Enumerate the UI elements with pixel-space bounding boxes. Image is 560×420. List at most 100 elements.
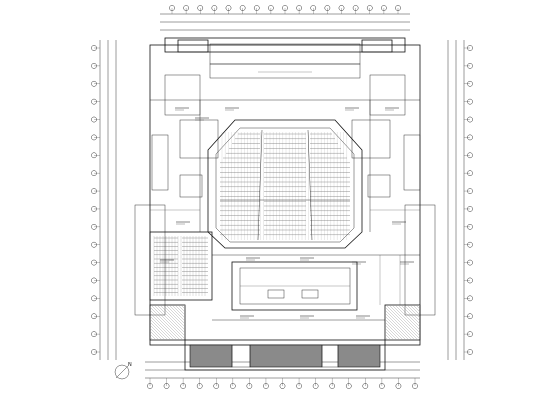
hatch-line: [391, 304, 421, 334]
hatch-line: [177, 304, 186, 313]
axis-bubble: [91, 349, 97, 355]
axis-bubble: [467, 63, 473, 69]
hatch-line: [384, 330, 395, 341]
auditorium-shell: [207, 119, 363, 249]
corner-rooms-hatched: [149, 304, 421, 341]
axis-bubble: [296, 5, 302, 11]
hatch-line: [149, 318, 172, 341]
hatch-line: [149, 333, 157, 341]
hatch-line: [384, 327, 398, 341]
axis-bubble: [310, 5, 317, 11]
hatch-line: [149, 306, 184, 341]
axis-bubble: [180, 383, 186, 389]
hatch-line: [162, 304, 186, 328]
axis-bubble: [467, 134, 473, 141]
axis-bubble: [467, 277, 473, 284]
axis-bubble: [467, 349, 473, 355]
stage-area: [231, 261, 358, 311]
axis-bubble: [366, 5, 373, 11]
axis-bubble: [467, 98, 473, 105]
axis-bubble: [196, 383, 203, 389]
hatch-line: [406, 304, 421, 319]
north-label: N: [128, 362, 132, 368]
hatch-line: [384, 318, 407, 341]
left-hall-seating: [153, 236, 208, 296]
axis-bubble: [467, 313, 473, 320]
axis-bubble: [338, 5, 345, 11]
hatch-line: [159, 304, 186, 331]
hatch-line: [388, 304, 421, 337]
hatch-line: [384, 315, 410, 341]
axis-bubble: [91, 134, 97, 141]
axis-bubble: [183, 5, 189, 11]
axis-bubble: [395, 5, 401, 11]
axis-bubble: [381, 5, 387, 11]
axis-bubble: [91, 223, 97, 230]
hatch-line: [415, 304, 421, 310]
right-dimension-lines: [447, 40, 465, 360]
hatch-line: [384, 333, 392, 341]
hatch-line: [156, 304, 186, 334]
bottom-axis-markers: [147, 378, 418, 389]
left-dimension-lines: [99, 40, 117, 360]
axis-bubble: [91, 170, 97, 177]
hatch-line: [153, 304, 186, 337]
hatch-line: [149, 336, 154, 341]
axis-bubble: [91, 259, 97, 266]
hatch-line: [174, 304, 186, 316]
axis-bubble: [91, 241, 97, 248]
axis-bubble: [467, 116, 473, 123]
axis-bubble: [467, 206, 473, 212]
hatch-line: [149, 309, 181, 341]
hatch-line: [149, 324, 166, 341]
hatch-line: [403, 304, 421, 322]
hatch-line: [180, 304, 186, 310]
axis-bubble: [91, 188, 97, 194]
axis-bubble: [91, 206, 97, 212]
hatch-line: [149, 312, 178, 341]
hatch-line: [385, 304, 421, 340]
right-axis-markers: [464, 45, 473, 355]
hatch-line: [183, 304, 186, 307]
axis-bubble: [91, 295, 97, 302]
axis-bubble: [467, 259, 473, 266]
entrance-band: [184, 339, 386, 371]
axis-bubble: [395, 383, 402, 389]
axis-bubble: [412, 383, 418, 389]
axis-bubble: [268, 5, 274, 11]
axis-bubble: [467, 241, 473, 248]
axis-bubble: [213, 383, 220, 389]
axis-bubble: [467, 45, 473, 51]
axis-bubble: [225, 5, 232, 11]
hatch-line: [384, 321, 404, 341]
axis-bubble: [279, 383, 286, 389]
axis-bubble: [91, 116, 97, 123]
hatch-line: [384, 336, 389, 341]
axis-bubble: [91, 63, 97, 69]
auditorium-seating: [220, 132, 350, 240]
hatch-line: [400, 304, 421, 325]
axis-bubble: [197, 5, 204, 11]
top-axis-markers: [169, 5, 401, 14]
axis-bubble: [329, 383, 336, 389]
hatch-line: [149, 330, 160, 341]
axis-bubble: [467, 80, 473, 87]
axis-bubble: [467, 152, 473, 159]
axis-bubble: [352, 5, 359, 11]
hatch-line: [384, 309, 416, 341]
hatch-line: [384, 312, 413, 341]
axis-bubble: [246, 383, 253, 389]
axis-bubble: [296, 383, 302, 389]
axis-bubble: [229, 383, 236, 389]
hatch-line: [149, 327, 163, 341]
annotation-marks: [160, 107, 414, 319]
hatch-line: [394, 304, 421, 331]
axis-bubble: [211, 5, 218, 11]
axis-bubble: [239, 5, 246, 11]
north-arrow: N: [114, 362, 132, 380]
hatch-line: [384, 324, 401, 341]
axis-bubble: [91, 331, 97, 337]
axis-bubble: [467, 188, 473, 194]
hatch-line: [165, 304, 186, 325]
axis-bubble: [379, 383, 385, 389]
